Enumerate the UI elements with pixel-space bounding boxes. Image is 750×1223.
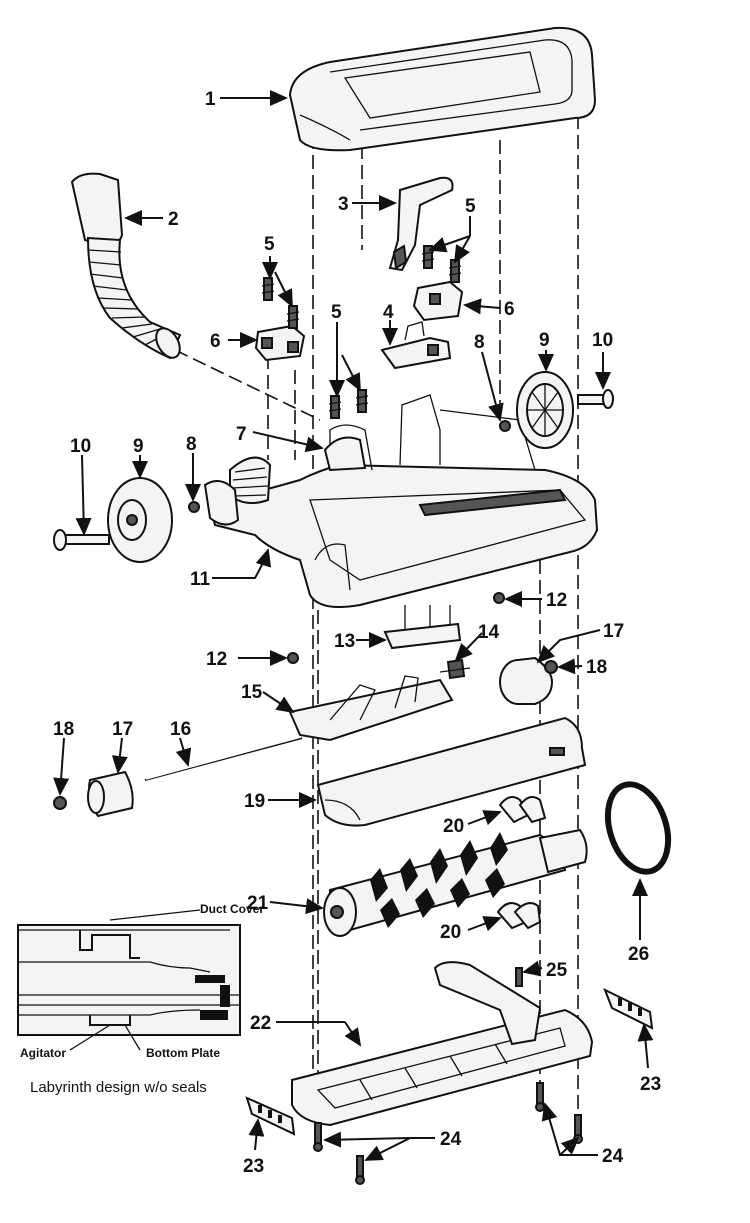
labyrinth-inset: Duct Cover Agitator Bottom Plate Labyrin… — [17, 902, 264, 1096]
label-21: 21 — [247, 893, 269, 914]
part-6-mount-right — [412, 280, 464, 322]
label-24: 24 — [602, 1146, 624, 1167]
part-8-washers — [188, 420, 511, 513]
label-9: 9 — [133, 436, 144, 457]
label-13: 13 — [334, 631, 355, 652]
label-15: 15 — [241, 682, 263, 703]
part-20-brackets — [496, 795, 547, 930]
part-10-axle-right — [577, 389, 614, 409]
part-13-latch — [383, 605, 462, 650]
label-20: 20 — [443, 816, 464, 837]
label-24: 24 — [440, 1129, 462, 1150]
label-18: 18 — [586, 657, 607, 678]
label-16: 16 — [170, 719, 191, 740]
label-11: 11 — [190, 569, 211, 590]
part-15-plate — [288, 675, 454, 742]
label-26: 26 — [628, 944, 649, 965]
part-17-end-cap-right — [499, 656, 554, 705]
label-duct-cover: Duct Cover — [200, 902, 264, 916]
label-bottom-plate: Bottom Plate — [146, 1046, 220, 1060]
part-5-screws — [261, 245, 462, 419]
part-9-wheel-right — [516, 371, 574, 449]
label-5: 5 — [331, 302, 342, 323]
label-6: 6 — [504, 299, 515, 320]
label-25: 25 — [546, 960, 568, 981]
part-1-hood — [288, 26, 597, 152]
label-10: 10 — [592, 330, 613, 351]
label-12: 12 — [546, 590, 567, 611]
part-25-screw — [515, 967, 523, 987]
part-16-shaft — [144, 736, 303, 781]
part-23-guard-right — [603, 987, 654, 1030]
label-19: 19 — [244, 791, 265, 812]
label-17: 17 — [603, 621, 624, 642]
label-6: 6 — [210, 331, 221, 352]
part-18-nut-right — [544, 660, 558, 674]
label-10: 10 — [70, 436, 91, 457]
label-4: 4 — [383, 302, 394, 323]
label-23: 23 — [640, 1074, 661, 1095]
part-21-agitator — [323, 828, 588, 937]
part-11-base-housing — [203, 394, 599, 608]
inset-caption: Labyrinth design w/o seals — [30, 1079, 207, 1096]
label-8: 8 — [474, 332, 485, 353]
label-7: 7 — [236, 424, 247, 445]
label-9: 9 — [539, 330, 550, 351]
label-5: 5 — [264, 234, 275, 255]
part-12-screws — [287, 592, 505, 664]
part-3-lever — [388, 176, 454, 272]
label-22: 22 — [250, 1013, 271, 1034]
part-17-end-cap-left — [87, 770, 134, 818]
label-23: 23 — [243, 1156, 264, 1177]
label-18: 18 — [53, 719, 74, 740]
leader-lines — [53, 90, 654, 1161]
label-3: 3 — [338, 194, 349, 215]
part-6-mount-left — [254, 324, 306, 362]
label-17: 17 — [112, 719, 133, 740]
part-18-nut-left — [53, 796, 67, 810]
label-8: 8 — [186, 434, 197, 455]
label-5: 5 — [465, 196, 476, 217]
part-number-labels: 1 2 3 5 5 5 6 6 4 8 9 10 10 9 8 7 11 12 … — [53, 89, 661, 1177]
part-22-bottom-plate — [291, 961, 594, 1127]
part-9-wheel-left — [107, 477, 173, 563]
part-14-clip — [439, 658, 471, 680]
part-23-guard-left — [245, 1096, 296, 1136]
part-19-agitator-cover — [316, 716, 587, 827]
label-agitator: Agitator — [20, 1046, 66, 1060]
part-4-bracket — [380, 321, 452, 370]
label-12: 12 — [206, 649, 227, 670]
label-14: 14 — [478, 622, 500, 643]
part-26-belt — [604, 781, 672, 875]
label-2: 2 — [168, 209, 179, 230]
part-7-clip — [323, 436, 367, 472]
label-1: 1 — [205, 89, 216, 110]
label-20: 20 — [440, 922, 461, 943]
part-10-axle-left — [53, 529, 110, 551]
part-2-hose — [70, 172, 182, 360]
